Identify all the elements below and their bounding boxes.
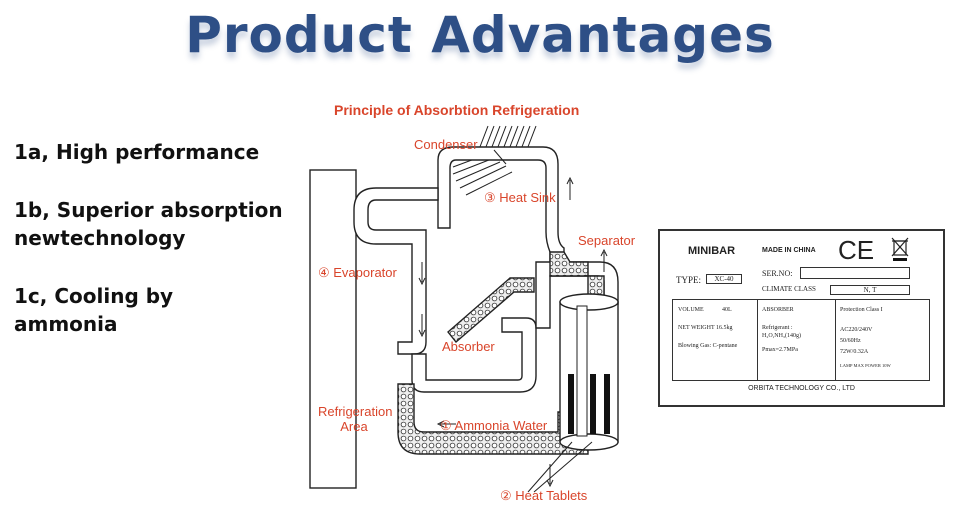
- advantage-1c: 1c, Cooling by ammonia: [14, 282, 173, 338]
- protection-class: Protection Class I: [840, 307, 883, 313]
- label-separator: Separator: [578, 233, 636, 248]
- diagram-title: Principle of Absorbtion Refrigeration: [334, 102, 580, 118]
- label-refrigeration-area-line1: Refrigeration: [318, 404, 393, 419]
- ser-label: SER.NO:: [762, 269, 793, 278]
- serial-number-box: [800, 267, 910, 279]
- pmax: Pmax=2.7MPa: [762, 347, 798, 353]
- absorber-liquid: [447, 277, 535, 344]
- label-refrigeration-area-line2: Area: [340, 419, 368, 434]
- type-label: TYPE:: [676, 275, 702, 285]
- advantage-1b-line1: 1b, Superior absorption: [14, 198, 283, 222]
- advantage-1a: 1a, High performance: [14, 138, 259, 166]
- voltage: AC220/240V: [840, 327, 873, 333]
- lamp-power: LAMP MAX POWER 10W: [840, 363, 891, 368]
- ammonia-water-reservoir: [397, 383, 589, 455]
- product-nameplate: MINIBAR MADE IN CHINA CE TYPE: XC-40 SER…: [658, 229, 945, 407]
- label-ammonia-water: ① Ammonia Water: [440, 418, 548, 433]
- page-title: Product Advantages: [185, 6, 775, 64]
- type-value: XC-40: [706, 274, 742, 284]
- condenser-pointer: [493, 149, 507, 165]
- climate-value: N, T: [830, 285, 910, 295]
- frequency: 50/60Hz: [840, 338, 861, 344]
- company-name: ORBITA TECHNOLOGY CO., LTD: [748, 385, 855, 392]
- climate-label: CLIMATE CLASS: [762, 285, 816, 293]
- blowing-gas: Blowing Gas: C-pentane: [678, 343, 738, 349]
- weee-bin-icon: [891, 237, 909, 261]
- power: 72W/0.32A: [840, 349, 869, 355]
- label-refrigeration-area: Refrigeration Area: [318, 404, 393, 434]
- absorber-tube: [411, 317, 537, 393]
- label-heat-sink: ③ Heat Sink: [484, 190, 556, 205]
- absorption-diagram: [309, 125, 619, 493]
- advantage-1b: 1b, Superior absorption newtechnology: [14, 196, 283, 252]
- spec-table: [672, 299, 930, 381]
- heat-tablets-pointers: [527, 441, 593, 493]
- label-heat-tablets: ② Heat Tablets: [500, 488, 588, 503]
- generator-cylinder: [559, 293, 619, 451]
- volume-value: 40L: [722, 307, 732, 313]
- nameplate-made-in: MADE IN CHINA: [762, 247, 816, 254]
- refrigerant-line1: Refrigerant :: [762, 325, 793, 331]
- separator-liquid: [549, 251, 589, 277]
- refrigerant-line2: H₂O,NH₃(140g): [762, 333, 802, 339]
- absorber-label: ABSORBER: [762, 307, 794, 313]
- advantage-1a-text: 1a, High performance: [14, 140, 260, 164]
- advantage-1b-line2: newtechnology: [14, 226, 186, 250]
- refrigeration-area-box: [309, 169, 357, 489]
- advantage-1c-line1: 1c, Cooling by: [14, 284, 174, 308]
- advantage-1c-line2: ammonia: [14, 312, 118, 336]
- volume-label: VOLUME: [678, 307, 704, 313]
- net-weight: NET WEIGHT 16.5kg: [678, 325, 733, 331]
- ce-mark: CE: [838, 235, 875, 265]
- label-condenser: Condenser: [414, 137, 478, 152]
- label-absorber: Absorber: [442, 339, 495, 354]
- flow-arrows: [418, 176, 608, 488]
- nameplate-model: MINIBAR: [688, 245, 736, 257]
- label-evaporator: ④ Evaporator: [318, 265, 397, 280]
